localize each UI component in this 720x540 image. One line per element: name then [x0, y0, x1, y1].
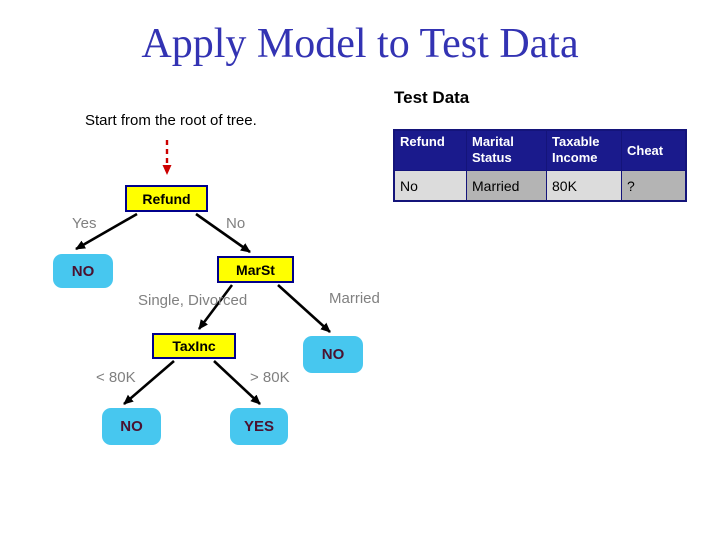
- tree-node-taxinc: TaxInc: [152, 333, 236, 359]
- test-data-label: Test Data: [394, 88, 470, 107]
- table-row: No Married 80K ?: [393, 170, 687, 202]
- leaf-node-no-refund-yes: NO: [53, 254, 113, 288]
- edge-label-married: Married: [329, 290, 380, 307]
- column-header-marital-status: Marital Status: [466, 129, 547, 171]
- edge-label-single-divorced: Single, Divorced: [138, 292, 248, 309]
- leaf-node-yes-taxinc-gt80k: YES: [230, 408, 288, 445]
- edge-label-lt-80k: < 80K: [96, 369, 136, 386]
- instruction-text: Start from the root of tree.: [85, 112, 257, 129]
- cell-refund: No: [393, 170, 467, 202]
- cell-marital-status: Married: [466, 170, 547, 202]
- column-header-cheat: Cheat: [621, 129, 687, 171]
- column-header-refund: Refund: [393, 129, 467, 171]
- cell-cheat: ?: [621, 170, 687, 202]
- leaf-node-no-taxinc-lt80k: NO: [102, 408, 161, 445]
- tree-node-marst: MarSt: [217, 256, 294, 283]
- leaf-node-no-marst-married: NO: [303, 336, 363, 373]
- edge-label-gt-80k: > 80K: [250, 369, 290, 386]
- arrow-marst-to-no: [277, 284, 331, 333]
- edge-label-yes: Yes: [72, 215, 97, 232]
- tree-node-refund: Refund: [125, 185, 208, 212]
- page-title: Apply Model to Test Data: [141, 21, 579, 67]
- cell-taxable-income: 80K: [546, 170, 622, 202]
- test-data-table: Refund Marital Status Taxable Income Che…: [393, 129, 687, 202]
- table-header-row: Refund Marital Status Taxable Income Che…: [393, 129, 687, 171]
- edge-label-no: No: [226, 215, 246, 232]
- column-header-taxable-income: Taxable Income: [546, 129, 622, 171]
